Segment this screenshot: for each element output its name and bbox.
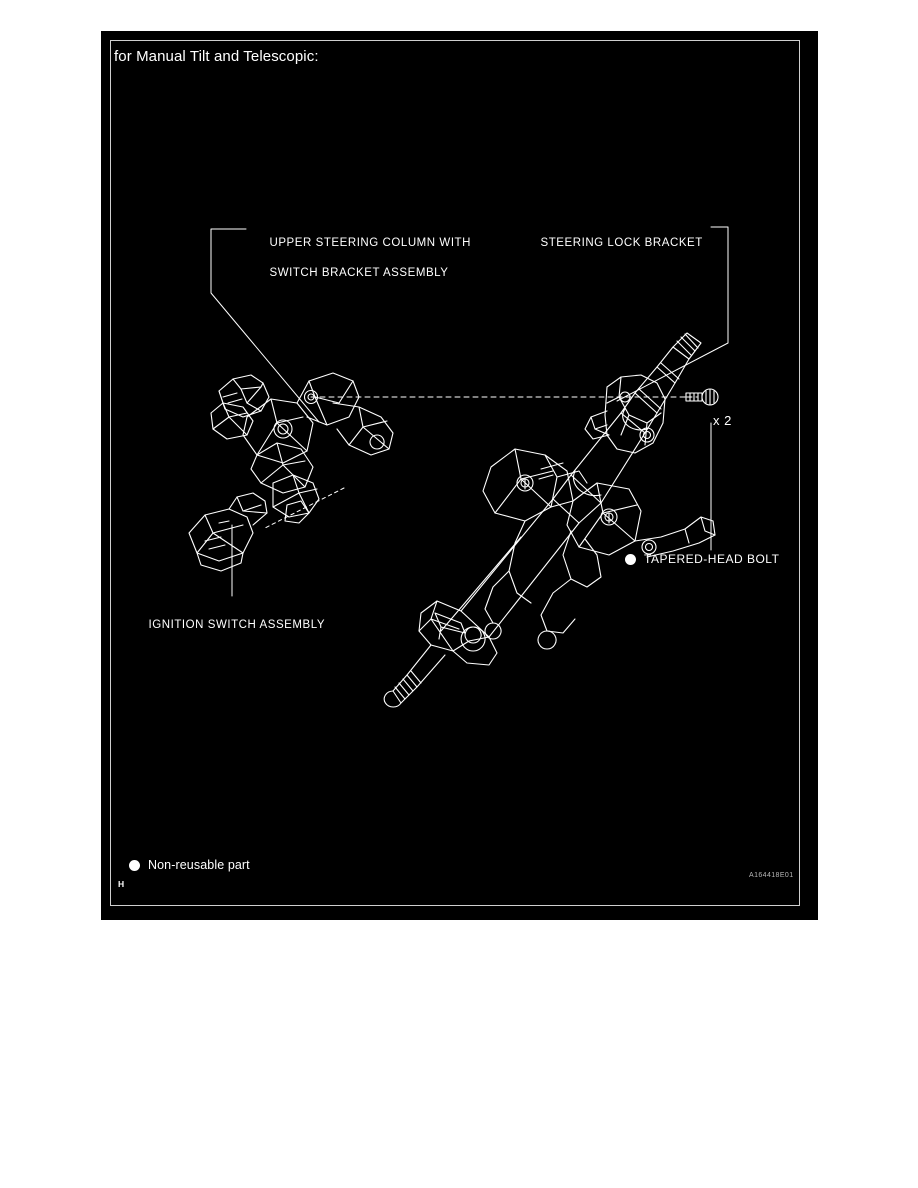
figure-inner-border <box>110 40 800 906</box>
bolt-quantity-label: x 2 <box>713 413 732 428</box>
callout-ignition-switch-assembly: IGNITION SWITCH ASSEMBLY <box>126 603 325 648</box>
steering-column-main <box>383 332 716 708</box>
legend-tapered-head-bolt-label: TAPERED-HEAD BOLT <box>644 552 780 566</box>
non-reusable-dot-icon <box>625 553 636 565</box>
callout-line-1: UPPER STEERING COLUMN WITH <box>269 237 471 249</box>
callout-steering-lock-bracket: STEERING LOCK BRACKET <box>518 221 703 266</box>
exploded-view-illustration <box>188 226 729 708</box>
legend-non-reusable-part: Non-reusable part <box>129 858 250 872</box>
figure-reference-code: A164418E01 <box>749 872 794 879</box>
upper-steering-column-assembly <box>210 372 394 524</box>
non-reusable-dot-icon <box>129 859 140 871</box>
callout-line-2: SWITCH BRACKET ASSEMBLY <box>269 267 449 279</box>
figure-corner-mark: H <box>118 879 125 889</box>
ignition-switch-assembly-part <box>188 492 268 572</box>
figure-title: for Manual Tilt and Telescopic: <box>114 48 319 65</box>
ignition-alignment-dashed <box>262 487 345 530</box>
legend-tapered-head-bolt: TAPERED-HEAD BOLT <box>625 552 779 566</box>
tapered-head-bolt-icon <box>685 388 719 406</box>
steering-lock-bracket-part <box>584 374 666 454</box>
callout-line-1: IGNITION SWITCH ASSEMBLY <box>148 619 326 631</box>
legend-non-reusable-label: Non-reusable part <box>148 858 250 872</box>
callout-line-1: STEERING LOCK BRACKET <box>540 237 703 249</box>
leader-lines <box>210 226 729 597</box>
figure-plate: for Manual Tilt and Telescopic: <box>101 31 818 920</box>
callout-upper-steering-column: UPPER STEERING COLUMN WITH SWITCH BRACKE… <box>247 221 471 296</box>
